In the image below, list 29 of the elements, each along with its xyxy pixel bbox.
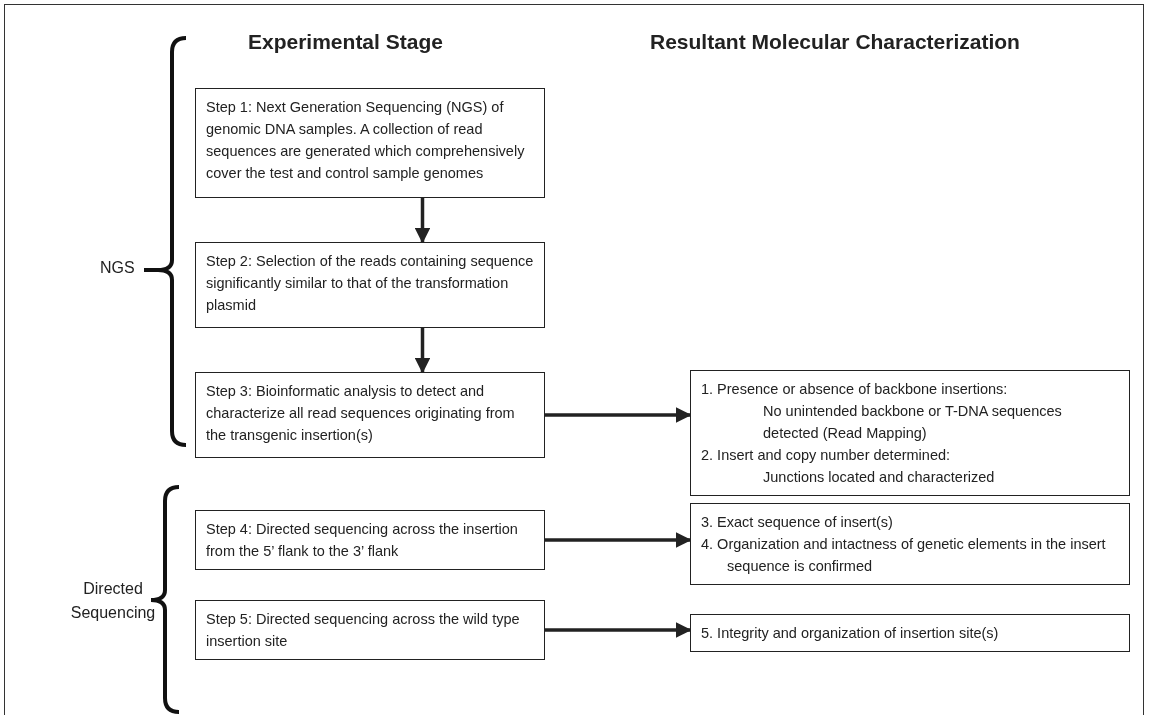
result-item: 3. Exact sequence of insert(s) (701, 513, 894, 532)
arrow (545, 407, 692, 423)
result-box (690, 614, 1130, 652)
arrow (414, 198, 431, 244)
group-label: NGS (100, 259, 135, 277)
step-description: Step 5: Directed sequencing across the wild type insertion site (206, 610, 521, 651)
result-item: 2. Insert and copy number determined: (701, 446, 952, 465)
arrow (414, 328, 431, 374)
step-box (195, 242, 545, 328)
arrow (545, 532, 692, 548)
result-item: 4. Organization and intactness of genetic elements in the insert sequence is confirmed (701, 535, 1107, 576)
step-box (195, 372, 545, 458)
step-description: Step 1: Next Generation Sequencing (NGS) of genomic DNA samples. A collection of read sequences are generated which comprehensively cover the test and control sample genomes (206, 98, 526, 183)
result-item: 5. Integrity and organization of insertion site(s) (701, 624, 1000, 643)
result-detail: Junctions located and characterized (762, 468, 996, 487)
step-box (195, 600, 545, 660)
result-box (690, 370, 1130, 496)
step-box (195, 510, 545, 570)
step-description: Step 3: Bioinformatic analysis to detect and characterize all read sequences originating from the transgenic insertion(s) (206, 382, 516, 445)
step-box (195, 88, 545, 198)
arrow (545, 622, 692, 638)
result-item: 1. Presence or absence of backbone insertions: (701, 380, 1009, 399)
step-description: Step 4: Directed sequencing across the insertion from the 5’ flank to the 3’ flank (206, 520, 519, 561)
column-heading: Experimental Stage (248, 30, 443, 54)
result-box (690, 503, 1130, 585)
group-label: Directed Sequencing (69, 579, 157, 623)
result-detail: No unintended backbone or T-DNA sequences detected (Read Mapping) (762, 402, 1063, 443)
step-description: Step 2: Selection of the reads containing sequence significantly similar to that of the transformation plasmid (206, 252, 534, 315)
column-heading: Resultant Molecular Characterization (650, 30, 1020, 54)
